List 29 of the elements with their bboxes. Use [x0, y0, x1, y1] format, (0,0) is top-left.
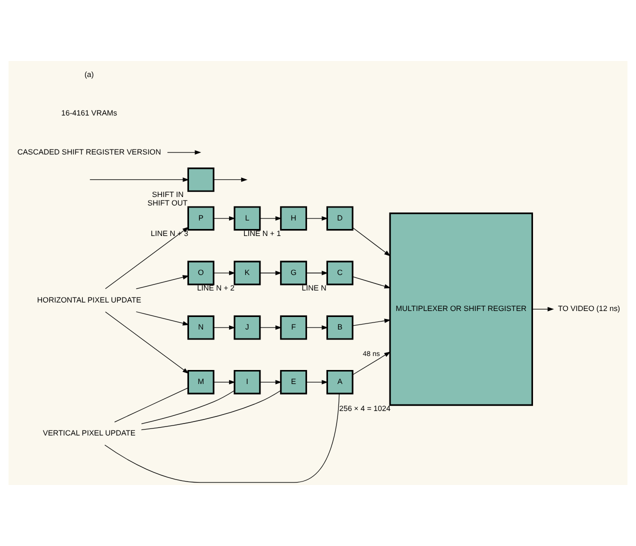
arrow: [105, 312, 189, 374]
arrow: [136, 275, 190, 290]
arrow: [352, 276, 391, 288]
arrow: [167, 150, 202, 155]
connector: [141, 390, 282, 430]
arrow: [213, 177, 248, 182]
arrow: [213, 325, 236, 330]
connector: [104, 393, 340, 483]
arrow: [105, 226, 189, 290]
node-box: [187, 167, 214, 192]
arrow: [306, 325, 328, 330]
arrow: [90, 177, 190, 182]
arrow: [352, 227, 391, 256]
arrow: [213, 380, 236, 384]
arrow: [260, 216, 282, 221]
arrow: [352, 352, 391, 376]
arrow: [213, 270, 236, 276]
arrow: [213, 216, 236, 221]
arrow: [532, 306, 554, 312]
arrow: [306, 216, 328, 221]
arrow: [306, 380, 328, 384]
arrow: [136, 311, 190, 326]
connector: [141, 390, 235, 424]
arrow: [260, 380, 282, 384]
arrow: [352, 318, 391, 326]
arrow: [260, 325, 282, 330]
arrow: [306, 270, 328, 276]
arrow: [260, 270, 282, 276]
connector: [114, 388, 188, 422]
